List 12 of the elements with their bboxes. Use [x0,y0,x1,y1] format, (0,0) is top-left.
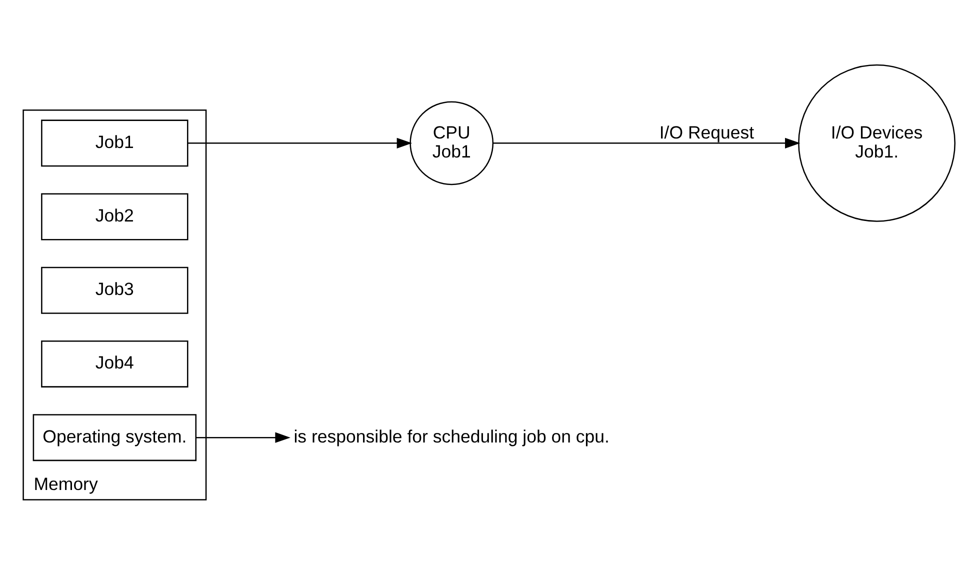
node-box: Job2 [41,192,188,240]
arrow [188,137,412,148]
arrow [196,432,290,442]
node-box: Job3 [41,266,188,314]
node-box: Job4 [41,340,188,387]
edge-label: I/O Request [659,122,754,142]
node-box: Operating system. [32,414,197,461]
node-circle: I/O Devices Job1. [798,64,956,222]
node-box: Job1 [41,119,188,166]
arrow [493,137,800,148]
node-text: is responsible for scheduling job on cpu. [294,426,610,446]
node-circle: CPU Job1 [410,100,494,185]
